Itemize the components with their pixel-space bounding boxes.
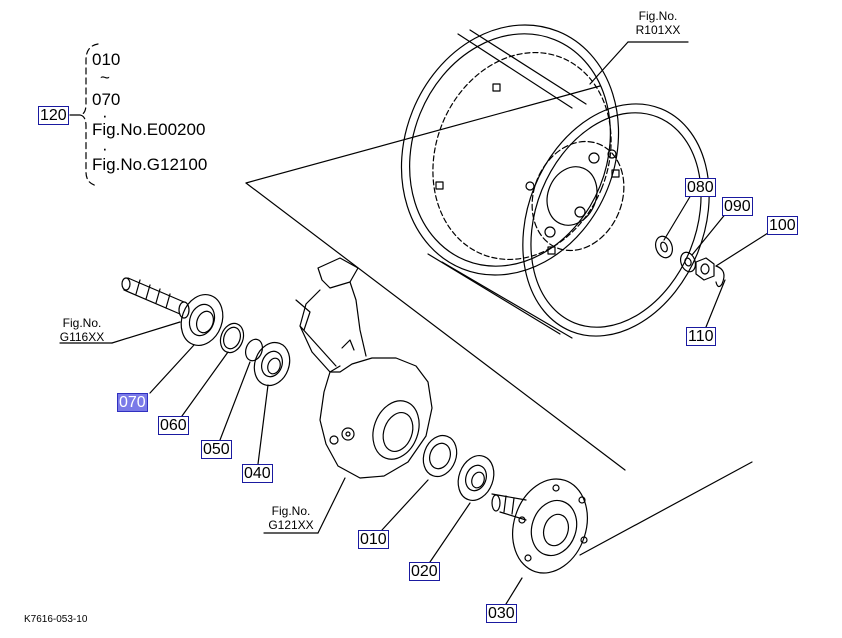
figure-ref-g116xx-prefix: Fig.No. xyxy=(62,316,102,330)
figure-ref-r101xx[interactable]: Fig.No. R101XX xyxy=(628,9,688,37)
wheel-rim-drawing xyxy=(400,24,710,339)
seal-and-bearing-stack xyxy=(180,294,291,387)
figure-ref-r101xx-code: R101XX xyxy=(635,23,681,37)
bracket-line-070: 070 xyxy=(92,90,121,109)
figure-ref-g116xx-code: G116XX xyxy=(59,330,105,344)
figure-ref-r101xx-prefix: Fig.No. xyxy=(638,9,678,23)
callout-010[interactable]: 010 xyxy=(358,530,389,549)
figure-ref-g121xx-prefix: Fig.No. xyxy=(271,504,311,518)
callout-060[interactable]: 060 xyxy=(158,416,189,435)
callout-120[interactable]: 120 xyxy=(38,106,69,125)
callout-040[interactable]: 040 xyxy=(242,464,273,483)
drawing-code: K7616-053-10 xyxy=(24,614,88,625)
figure-ref-g121xx[interactable]: Fig.No. G121XX xyxy=(262,504,320,532)
callout-100[interactable]: 100 xyxy=(767,216,798,235)
callout-090[interactable]: 090 xyxy=(722,197,753,216)
bracket-line-010: 010 xyxy=(92,50,121,69)
assembly-outline xyxy=(245,85,753,556)
callout-020[interactable]: 020 xyxy=(409,562,440,581)
bracket-ref-g12100[interactable]: Fig.No.G12100 xyxy=(92,155,208,174)
callout-070[interactable]: 070 xyxy=(117,393,148,412)
figure-ref-g116xx[interactable]: Fig.No. G116XX xyxy=(54,316,110,344)
bracket-ref-e00200[interactable]: Fig.No.E00200 xyxy=(92,120,206,139)
callout-110[interactable]: 110 xyxy=(686,327,716,346)
hub-flange-drawing xyxy=(491,478,588,574)
reference-bracket xyxy=(79,43,99,187)
callout-030[interactable]: 030 xyxy=(486,604,517,623)
bracket-line-tilde: ~ xyxy=(100,68,110,87)
hub-bearing-and-seal xyxy=(422,434,495,501)
callout-050[interactable]: 050 xyxy=(201,440,232,459)
axle-shaft-drawing xyxy=(121,277,190,319)
bracket-dot-1: · xyxy=(102,106,108,125)
leader-lines xyxy=(59,41,769,605)
figure-ref-g121xx-code: G121XX xyxy=(268,518,314,532)
callout-080[interactable]: 080 xyxy=(685,178,716,197)
knuckle-housing-drawing xyxy=(295,257,433,479)
bracket-dot-2: · xyxy=(102,139,108,158)
wheel-hardware-drawing xyxy=(654,235,725,288)
